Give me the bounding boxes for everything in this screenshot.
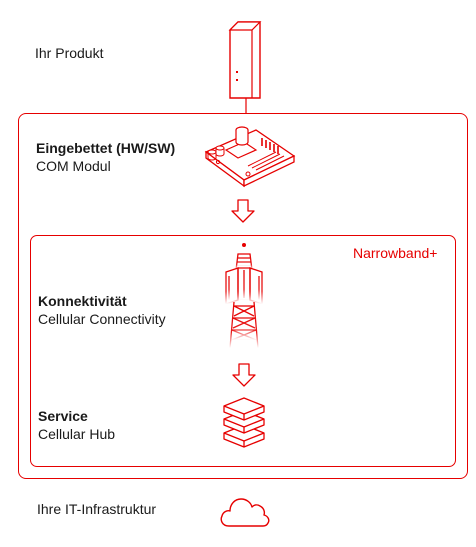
connectivity-subtitle: Cellular Connectivity: [38, 311, 166, 327]
connectivity-title: Konnektivität: [38, 293, 127, 309]
circuit-board-icon: [204, 126, 296, 188]
cell-tower-icon: [225, 242, 263, 349]
service-subtitle: Cellular Hub: [38, 426, 116, 442]
product-label: Ihr Produkt: [35, 45, 104, 61]
arrow-down-icon: [232, 363, 256, 387]
cloud-icon: [220, 498, 270, 527]
device-tower-icon: [228, 21, 262, 114]
infrastructure-label: Ihre IT-Infrastruktur: [37, 501, 157, 517]
service-title: Service: [38, 408, 88, 424]
embedded-subtitle: COM Modul: [36, 158, 111, 174]
server-stack-icon: [223, 397, 265, 448]
arrow-down-icon: [231, 199, 255, 223]
connectivity-container: [30, 235, 456, 467]
embedded-title: Eingebettet (HW/SW): [36, 140, 176, 156]
embedded-container: [18, 113, 468, 479]
narrowband-badge: Narrowband+: [353, 245, 438, 261]
